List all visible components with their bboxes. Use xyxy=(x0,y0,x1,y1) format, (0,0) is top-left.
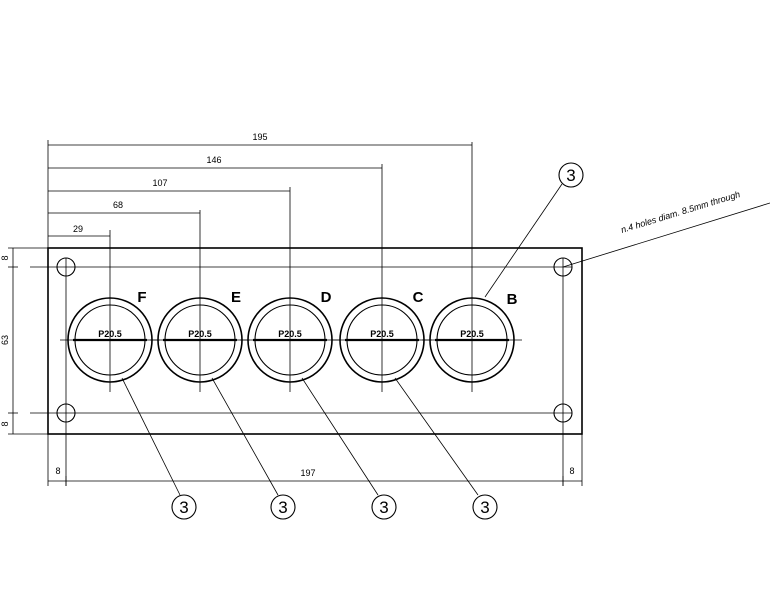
mounting-hole xyxy=(553,257,573,277)
mounting-hole xyxy=(56,403,76,423)
svg-text:146: 146 xyxy=(206,155,221,165)
svg-text:3: 3 xyxy=(179,498,188,517)
gland-part-label: P20.5 xyxy=(98,329,122,339)
gland-letter-f: F xyxy=(137,289,146,306)
gland-letter-d: D xyxy=(321,289,332,306)
svg-text:8: 8 xyxy=(569,466,574,476)
gland-part-label: P20.5 xyxy=(460,329,484,339)
gland-hole-b xyxy=(422,142,522,392)
svg-text:3: 3 xyxy=(278,498,287,517)
svg-text:197: 197 xyxy=(300,468,315,478)
svg-text:107: 107 xyxy=(152,178,167,188)
svg-text:8: 8 xyxy=(55,466,60,476)
svg-text:8: 8 xyxy=(0,255,10,260)
gland-hole-f xyxy=(60,230,160,392)
holes-note: n.4 holes diam. 8.5mm through xyxy=(562,189,770,268)
gland-letter-e: E xyxy=(231,289,241,306)
callout-bubble: 3 xyxy=(121,377,197,520)
callout-bubble: 3 xyxy=(484,162,584,298)
callout-bubble: 3 xyxy=(211,377,296,520)
gland-letter-b: B xyxy=(507,291,518,308)
callout-bubble: 3 xyxy=(301,377,397,520)
callout-bubble: 3 xyxy=(394,377,498,520)
dimension-146: 146 xyxy=(48,155,382,169)
mounting-hole xyxy=(553,403,573,423)
svg-text:n.4 holes diam. 8.5mm through: n.4 holes diam. 8.5mm through xyxy=(620,189,742,235)
gland-letter-c: C xyxy=(413,289,424,306)
gland-plate xyxy=(47,247,583,435)
svg-text:68: 68 xyxy=(113,200,123,210)
svg-text:195: 195 xyxy=(252,132,267,142)
dimension-68: 68 xyxy=(48,200,200,214)
svg-text:63: 63 xyxy=(0,335,10,345)
dimension-left: 8 63 8 xyxy=(0,247,48,435)
svg-text:29: 29 xyxy=(73,224,83,234)
dimension-107: 107 xyxy=(48,178,290,192)
gland-part-label: P20.5 xyxy=(188,329,212,339)
svg-text:3: 3 xyxy=(379,498,388,517)
svg-text:8: 8 xyxy=(0,421,10,426)
dimension-195: 195 xyxy=(48,132,472,146)
svg-text:3: 3 xyxy=(566,166,575,185)
gland-hole-c xyxy=(332,164,432,392)
dimension-bottom: 8 197 8 xyxy=(48,466,582,486)
mounting-hole xyxy=(56,257,76,277)
gland-part-label: P20.5 xyxy=(370,329,394,339)
gland-part-label: P20.5 xyxy=(278,329,302,339)
svg-text:3: 3 xyxy=(480,498,489,517)
dimension-29: 29 xyxy=(48,224,110,237)
